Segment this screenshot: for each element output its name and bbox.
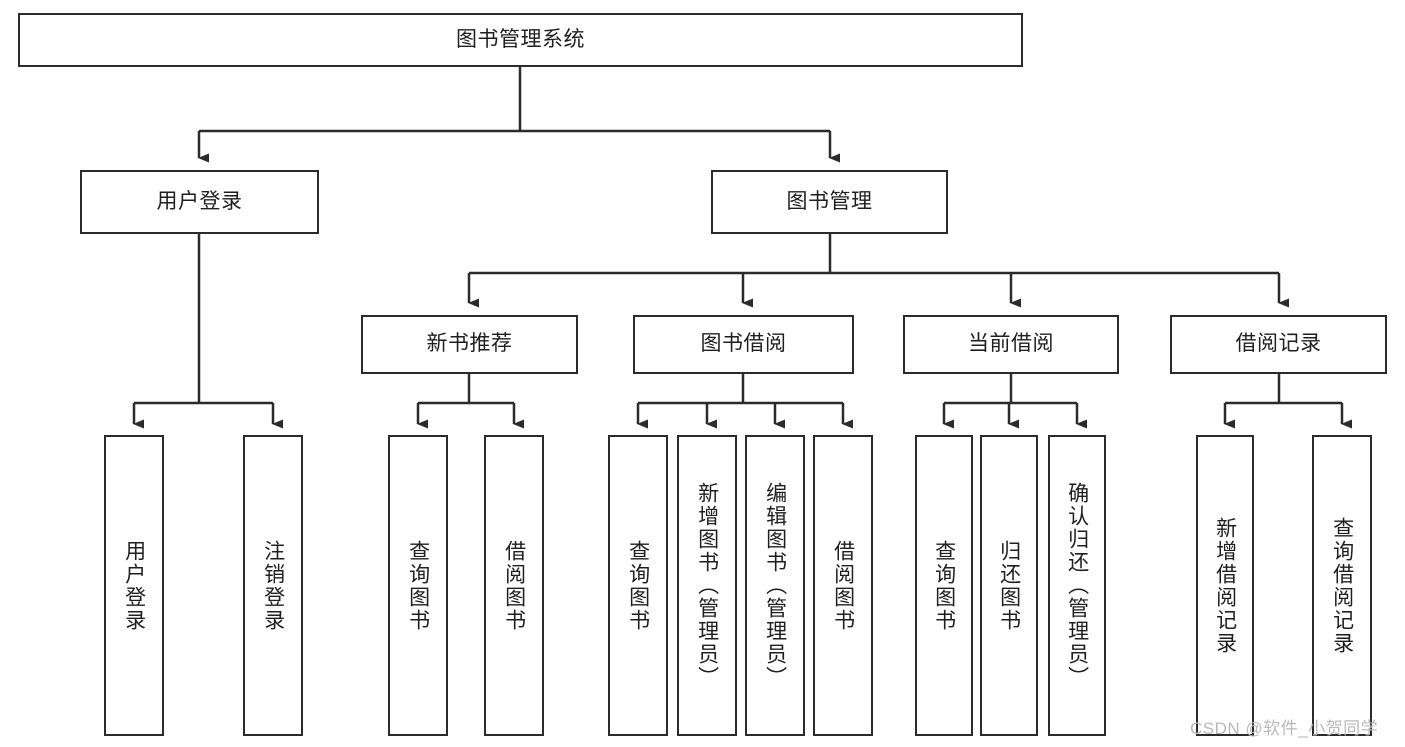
node-leaf-borrow-book-1[interactable]: 借阅图书 <box>484 435 544 736</box>
node-leaf-add-book-admin-label: 新增图书（管理员） <box>695 482 719 689</box>
node-leaf-return-book[interactable]: 归还图书 <box>980 435 1038 736</box>
node-leaf-confirm-return-admin[interactable]: 确认归还（管理员） <box>1048 435 1106 736</box>
node-leaf-logout-login[interactable]: 注销登录 <box>243 435 303 736</box>
node-leaf-borrow-book-2[interactable]: 借阅图书 <box>813 435 873 736</box>
node-leaf-query-book-3-label: 查询图书 <box>932 539 956 632</box>
node-book-manage-label: 图书管理 <box>786 189 873 213</box>
node-book-borrow[interactable]: 图书借阅 <box>633 315 854 374</box>
node-leaf-query-book-2-label: 查询图书 <box>626 539 650 632</box>
node-leaf-query-borrow-record[interactable]: 查询借阅记录 <box>1312 435 1372 736</box>
node-leaf-query-book-3[interactable]: 查询图书 <box>915 435 973 736</box>
node-current-borrow[interactable]: 当前借阅 <box>903 315 1119 374</box>
node-leaf-query-borrow-record-label: 查询借阅记录 <box>1330 516 1354 655</box>
node-leaf-edit-book-admin[interactable]: 编辑图书（管理员） <box>745 435 805 736</box>
node-root-label: 图书管理系统 <box>456 27 585 51</box>
node-user-login[interactable]: 用户登录 <box>80 170 319 234</box>
node-new-book-recommend[interactable]: 新书推荐 <box>361 315 578 374</box>
node-leaf-user-login-label: 用户登录 <box>122 539 146 632</box>
node-borrow-record[interactable]: 借阅记录 <box>1170 315 1387 374</box>
node-leaf-borrow-book-1-label: 借阅图书 <box>502 539 526 632</box>
node-leaf-query-book-1-label: 查询图书 <box>406 539 430 632</box>
node-leaf-user-login[interactable]: 用户登录 <box>104 435 164 736</box>
node-leaf-add-book-admin[interactable]: 新增图书（管理员） <box>677 435 737 736</box>
node-new-book-recommend-label: 新书推荐 <box>426 332 513 356</box>
node-leaf-return-book-label: 归还图书 <box>997 539 1021 632</box>
node-leaf-confirm-return-admin-label: 确认归还（管理员） <box>1065 482 1089 689</box>
node-leaf-borrow-book-2-label: 借阅图书 <box>831 539 855 632</box>
node-book-manage[interactable]: 图书管理 <box>711 170 948 234</box>
node-leaf-query-book-2[interactable]: 查询图书 <box>608 435 668 736</box>
node-leaf-logout-login-label: 注销登录 <box>261 539 285 632</box>
node-leaf-add-borrow-record-label: 新增借阅记录 <box>1213 516 1237 655</box>
node-leaf-query-book-1[interactable]: 查询图书 <box>388 435 448 736</box>
node-root[interactable]: 图书管理系统 <box>18 13 1023 67</box>
node-book-borrow-label: 图书借阅 <box>700 332 787 356</box>
node-user-login-label: 用户登录 <box>156 189 243 213</box>
node-leaf-add-borrow-record[interactable]: 新增借阅记录 <box>1196 435 1254 736</box>
csdn-watermark: CSDN @软件_小贺同学 <box>1190 719 1379 738</box>
node-leaf-edit-book-admin-label: 编辑图书（管理员） <box>763 482 787 689</box>
node-current-borrow-label: 当前借阅 <box>968 332 1054 356</box>
node-borrow-record-label: 借阅记录 <box>1235 332 1322 356</box>
